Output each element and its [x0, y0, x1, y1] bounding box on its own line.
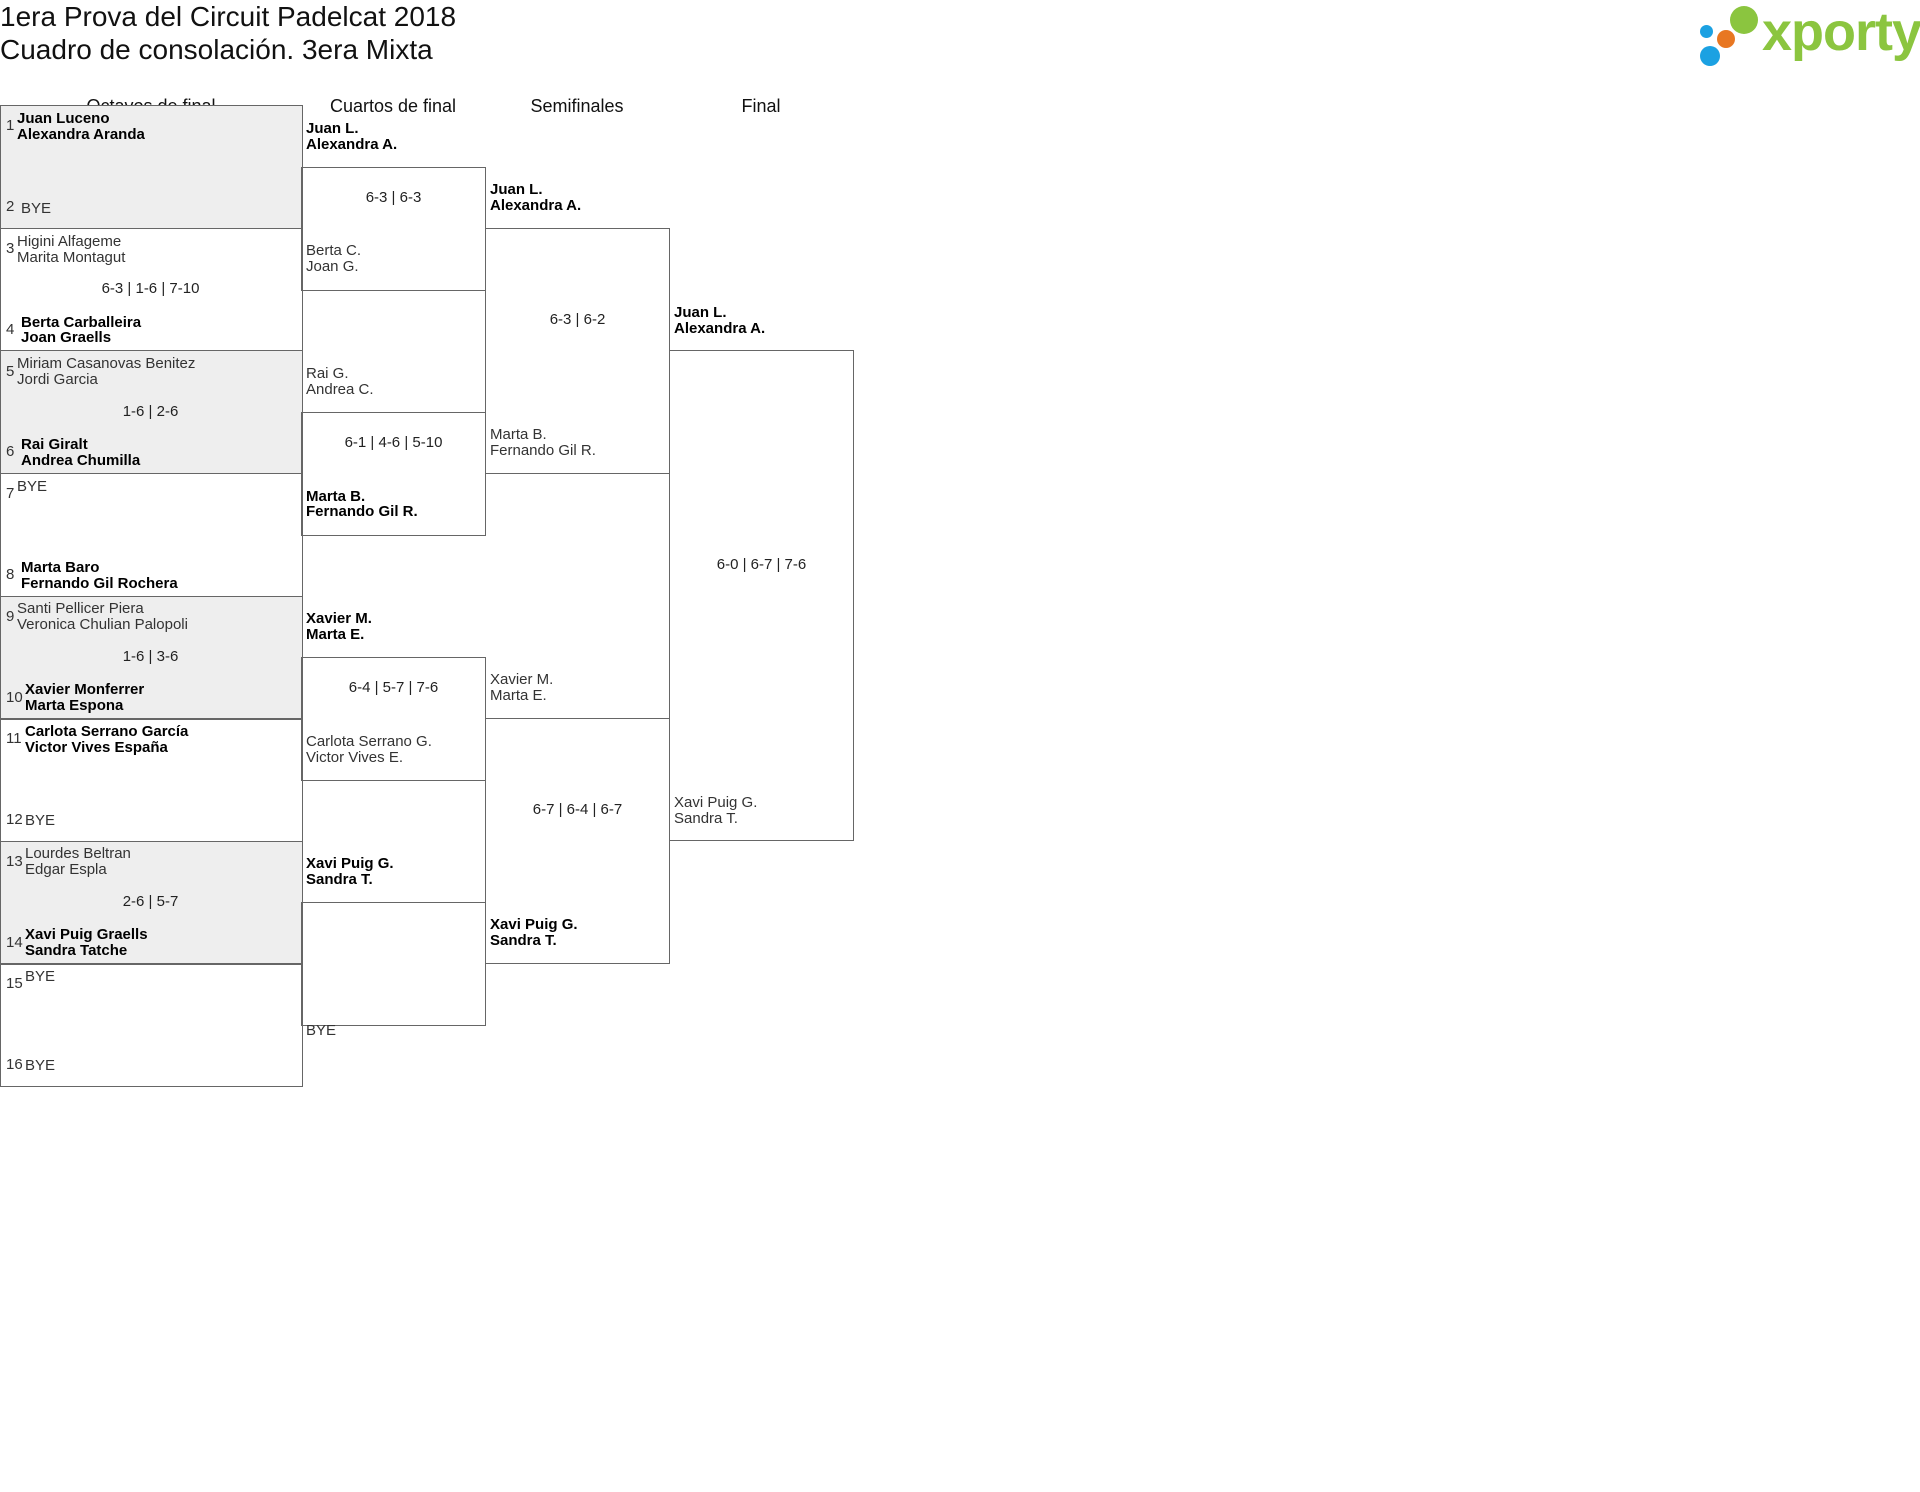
team-player: Victor Vives España [25, 739, 168, 756]
team-player: Andrea C. [306, 381, 374, 398]
seed-number: 15 [6, 975, 23, 992]
logo-dot-green [1730, 6, 1758, 34]
team-player: Jordi Garcia [17, 371, 98, 388]
seed-number: 13 [6, 853, 23, 870]
team-player: Marta Espona [25, 697, 124, 714]
team-player: Veronica Chulian Palopoli [17, 616, 188, 633]
seed-number: 5 [6, 363, 15, 380]
logo-dot-blue-top [1700, 25, 1713, 38]
logo-text: xporty [1762, 2, 1920, 62]
match-score: 6-3 | 6-2 [549, 311, 606, 328]
seed-number: 12 [6, 811, 23, 828]
team-player: Joan G. [306, 258, 359, 275]
match-score: 6-1 | 4-6 | 5-10 [344, 434, 443, 451]
seed-number: 2 [6, 198, 15, 215]
team-player: Juan L. [306, 120, 359, 137]
round-header: Final [741, 96, 781, 116]
team-player: Edgar Espla [25, 861, 107, 878]
team-player: BYE [17, 478, 48, 495]
seed-number: 16 [6, 1056, 23, 1073]
match-box-r16 [0, 350, 303, 474]
team-player: Santi Pellicer Piera [17, 600, 144, 617]
team-player: Victor Vives E. [306, 749, 403, 766]
team-player: Sandra T. [306, 871, 373, 888]
seed-number: 11 [6, 730, 22, 747]
team-player: Fernando Gil R. [306, 503, 418, 520]
team-player: Juan L. [674, 304, 727, 321]
team-player: Xavier M. [490, 671, 554, 688]
seed-number: 10 [6, 689, 23, 706]
team-player: Xavier Monferrer [25, 681, 145, 698]
team-player: BYE [25, 812, 56, 829]
team-player: Sandra T. [674, 810, 738, 827]
team-player: Xavier M. [306, 610, 372, 627]
team-player: Xavi Puig G. [306, 855, 394, 872]
match-score: 6-0 | 6-7 | 7-6 [716, 556, 807, 573]
page-subtitle: Cuadro de consolación. 3era Mixta [0, 34, 433, 65]
team-player: Sandra Tatche [25, 942, 128, 959]
match-box-sf [485, 718, 670, 964]
round-header: Semifinales [530, 96, 624, 116]
seed-number: 3 [6, 240, 15, 257]
seed-number: 14 [6, 934, 23, 951]
seed-number: 4 [6, 321, 15, 338]
team-player: Alexandra A. [306, 136, 398, 153]
team-player: Higini Alfageme [17, 233, 122, 250]
team-player: Fernando Gil Rochera [21, 575, 178, 592]
match-box-final [669, 350, 854, 841]
seed-number: 7 [6, 485, 15, 502]
seed-number: 9 [6, 608, 15, 625]
team-player: Lourdes Beltran [25, 845, 131, 862]
round-header: Cuartos de final [329, 96, 457, 116]
team-player: BYE [25, 1057, 56, 1074]
team-player: Carlota Serrano García [25, 723, 189, 740]
team-player: Rai Giralt [21, 436, 88, 453]
logo-dot-blue-bottom [1700, 46, 1720, 66]
seed-number: 1 [6, 117, 15, 134]
team-player: Xavi Puig Graells [25, 926, 148, 943]
team-player: Juan Luceno [17, 110, 110, 127]
match-box-qf [301, 412, 486, 536]
team-player: BYE [25, 968, 56, 985]
team-player: Marta B. [490, 426, 547, 443]
team-player: Marta E. [490, 687, 547, 704]
match-score: 6-3 | 6-3 [365, 189, 422, 206]
team-player: Marta E. [306, 626, 365, 643]
team-player: BYE [21, 200, 52, 217]
team-player: Sandra T. [490, 932, 557, 949]
match-score: 1-6 | 3-6 [122, 648, 179, 665]
team-player: Marta B. [306, 488, 366, 505]
team-player: Berta C. [306, 242, 362, 259]
xporty-logo: xporty [1700, 2, 1920, 66]
logo-dot-orange [1717, 30, 1735, 48]
team-player: Fernando Gil R. [490, 442, 596, 459]
team-player: Rai G. [306, 365, 349, 382]
team-player: Berta Carballeira [21, 314, 142, 331]
page-title: 1era Prova del Circuit Padelcat 2018 [0, 1, 457, 32]
match-score: 6-7 | 6-4 | 6-7 [532, 801, 623, 818]
team-player: Marta Baro [21, 559, 100, 576]
team-player: Xavi Puig G. [674, 794, 758, 811]
team-player: Carlota Serrano G. [306, 733, 432, 750]
team-player: Marita Montagut [17, 249, 126, 266]
team-player: Xavi Puig G. [490, 916, 578, 933]
team-player: Alexandra Aranda [17, 126, 145, 143]
team-player: Alexandra A. [674, 320, 766, 337]
match-score: 6-3 | 1-6 | 7-10 [101, 280, 200, 297]
match-score: 2-6 | 5-7 [122, 893, 179, 910]
match-score: 6-4 | 5-7 | 7-6 [348, 679, 439, 696]
seed-number: 6 [6, 443, 15, 460]
team-player: BYE [306, 1022, 337, 1039]
team-player: Juan L. [490, 181, 543, 198]
match-box-r16 [0, 841, 303, 965]
team-player: Andrea Chumilla [21, 452, 141, 469]
team-player: Alexandra A. [490, 197, 582, 214]
match-box-qf [301, 902, 486, 1026]
match-box-r16 [0, 596, 303, 720]
seed-number: 8 [6, 566, 15, 583]
match-score: 1-6 | 2-6 [122, 403, 179, 420]
team-player: Miriam Casanovas Benitez [17, 355, 196, 372]
team-player: Joan Graells [21, 329, 112, 346]
